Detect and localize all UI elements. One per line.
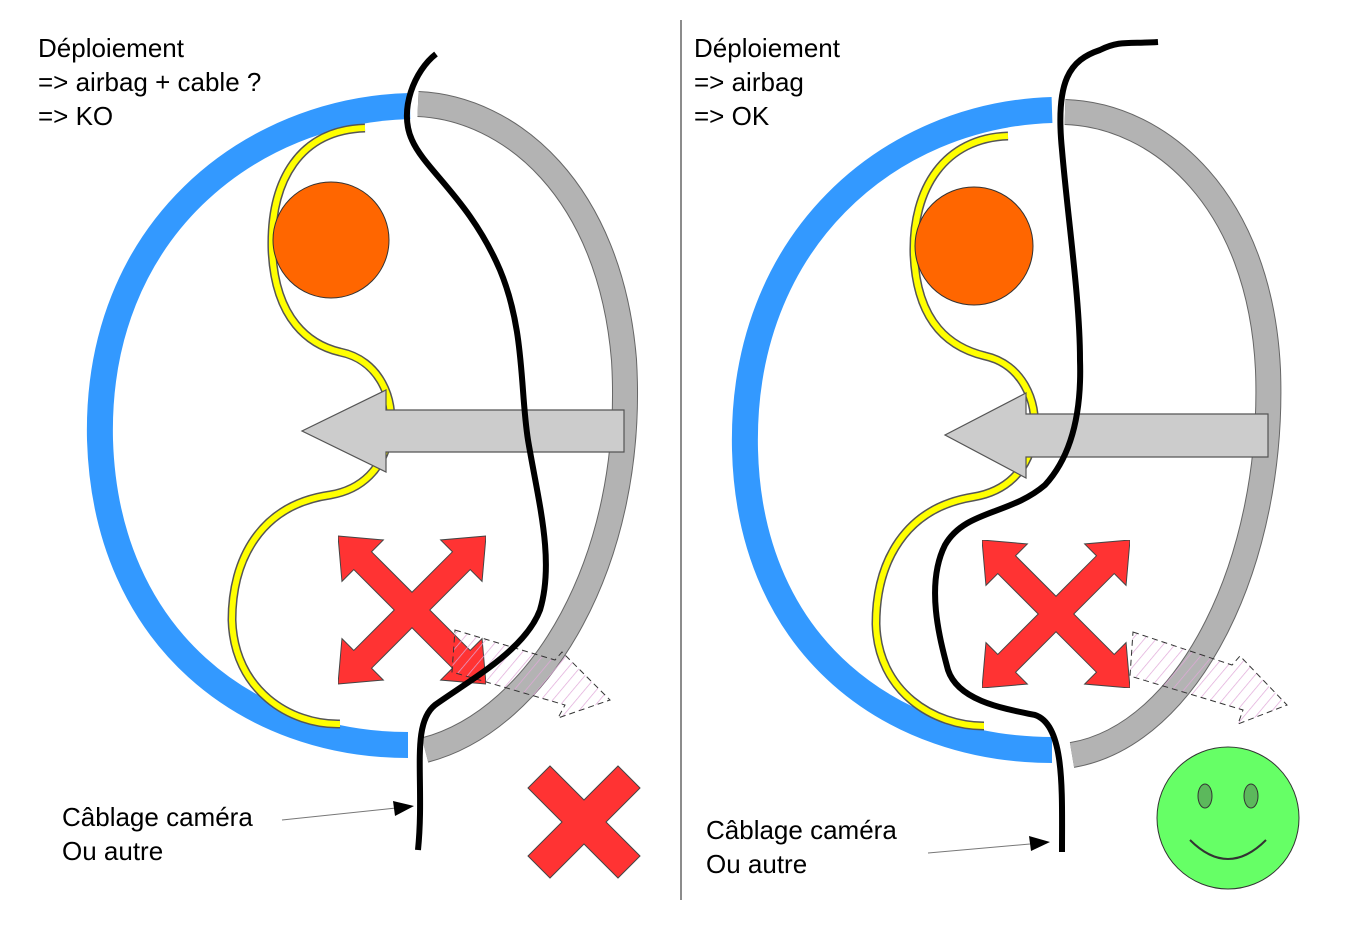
left-heading-line3: => KO (38, 101, 113, 131)
right-heading-line3: => OK (694, 101, 770, 131)
left-callout-arrowhead (393, 801, 414, 816)
left-panel: Déploiement => airbag + cable ? => KO Câ… (38, 33, 641, 879)
left-gray-arrow (300, 389, 625, 473)
right-callout-line (927, 843, 1031, 854)
right-panel: Déploiement => airbag => OK Câblage camé… (694, 33, 1300, 890)
right-heading-line1: Déploiement (694, 33, 841, 63)
left-cable-label-line2: Ou autre (62, 836, 163, 866)
right-cable (932, 39, 1159, 853)
red-cross-icon (527, 765, 641, 879)
smiley-icon (1156, 746, 1300, 890)
right-cable-label-line1: Câblage caméra (706, 815, 897, 845)
left-blue-shell (86, 93, 411, 758)
right-heading-line2: => airbag (694, 67, 804, 97)
right-cable-label-line2: Ou autre (706, 849, 807, 879)
right-orange-circle (914, 186, 1034, 306)
right-red-expand-arrow (982, 540, 1130, 688)
left-cable (403, 51, 549, 851)
left-heading-line1: Déploiement (38, 33, 185, 63)
left-orange-circle (272, 181, 390, 299)
right-ghost-arrow (1129, 631, 1288, 725)
right-callout-arrowhead (1029, 836, 1050, 851)
right-blue-shell (731, 97, 1053, 763)
left-callout-line (281, 807, 397, 821)
right-gray-arrow (943, 392, 1269, 479)
left-cable-label-line1: Câblage caméra (62, 802, 253, 832)
left-heading-line2: => airbag + cable ? (38, 67, 261, 97)
